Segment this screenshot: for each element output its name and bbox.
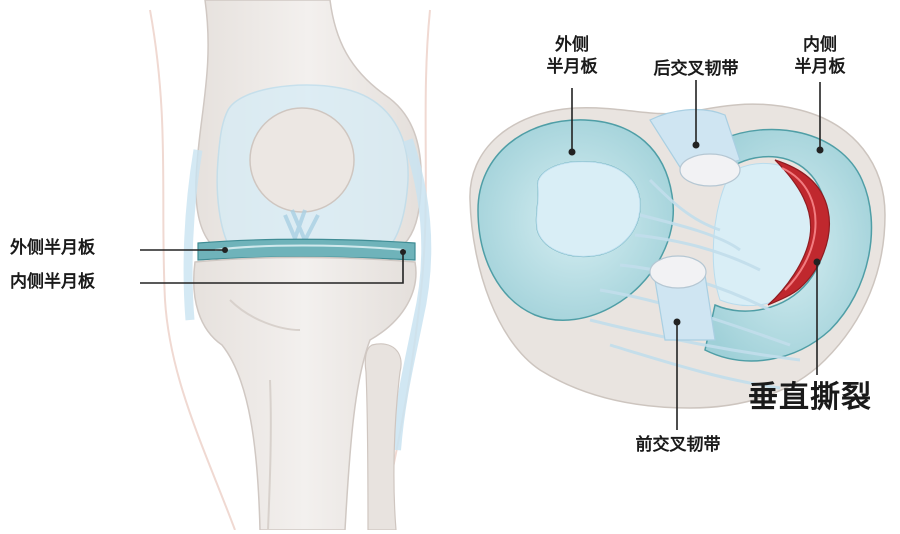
tibial-plateau-top-view (469, 103, 886, 409)
label-lateral-meniscus-right-line1: 外侧 (555, 35, 589, 55)
label-medial-meniscus-left: 内侧半月板 (10, 272, 95, 292)
leader-lines (140, 80, 824, 430)
pcl-attachment (679, 153, 741, 187)
label-lateral-meniscus-left: 外侧半月板 (10, 238, 95, 258)
acl-attachment (649, 255, 707, 289)
label-vertical-tear: 垂直撕裂 (748, 380, 872, 415)
label-medial-meniscus-right-line1: 内侧 (803, 35, 837, 55)
medial-meniscus-ring (704, 128, 873, 362)
collateral-ligament (391, 138, 432, 451)
knee-front-view (149, 0, 432, 531)
label-medial-meniscus-right-line2: 半月板 (794, 57, 846, 77)
tibia (193, 256, 417, 531)
label-posterior-cruciate-ligament: 后交叉韧带 (653, 59, 739, 79)
label-anterior-cruciate-ligament: 前交叉韧带 (635, 435, 721, 455)
vertical-tear-mark (767, 159, 830, 306)
label-lateral-meniscus-right-line2: 半月板 (546, 57, 598, 77)
patella (249, 107, 355, 213)
leg-skin-outline (149, 9, 236, 531)
